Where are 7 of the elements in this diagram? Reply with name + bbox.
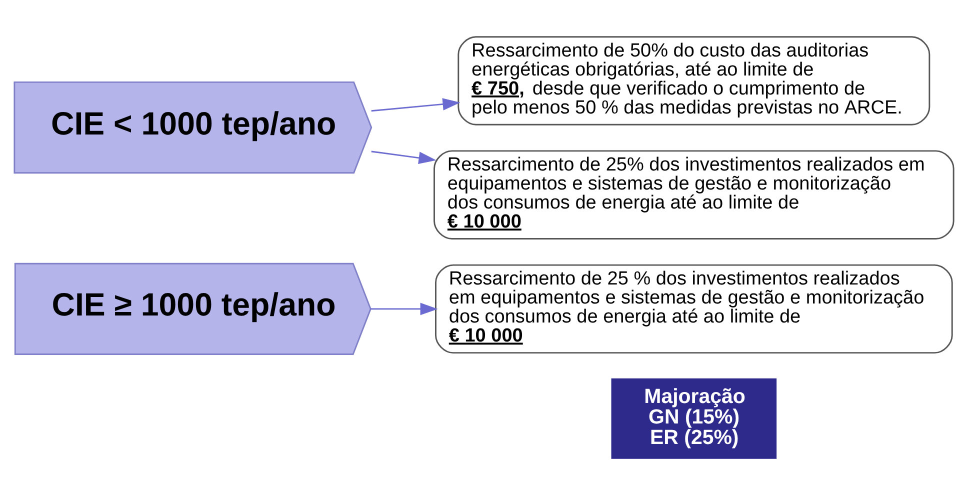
arrow [370, 302, 438, 315]
arrow [371, 150, 436, 164]
node-box: Ressarcimento de 50% do custo das auditorias energéticas obrigatórias, até ao limite de € 750, desde que verificado o cumprimento de pelo menos 50 % das medidas previstas no ARCE. [458, 36, 930, 125]
node-box: Ressarcimento de 25% dos investimentos realizados em equipamentos e sistemas de gestão e monitorização dos consumos de energia até ao limite de € 10 000 [434, 150, 954, 239]
node-box: Majoração GN (15%) ER (25%) [611, 378, 777, 458]
node-box: Ressarcimento de 25 % dos investimentos realizados em equipamentos e sistemas de gestão e monitorização dos consumos de energia até ao limite de € 10 000 [435, 264, 953, 354]
arrow [371, 98, 460, 112]
